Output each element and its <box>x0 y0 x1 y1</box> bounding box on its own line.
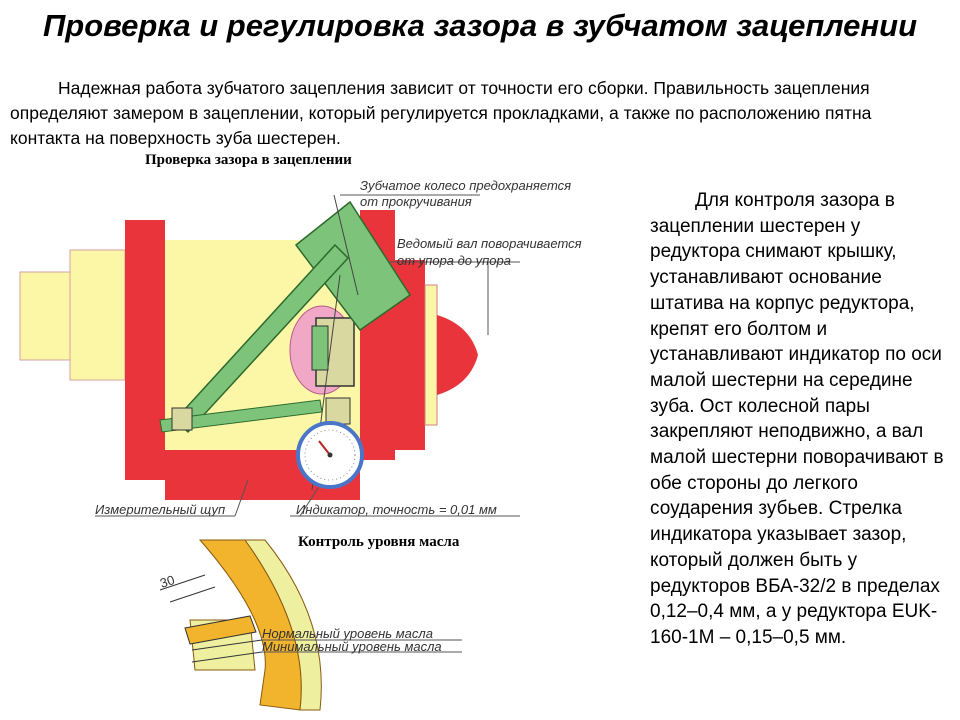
label-shaft-rotated-line1: Ведомый вал поворачивается <box>397 236 582 251</box>
figure-panel: Проверка зазора в зацеплении Зубчатое ко… <box>0 150 620 720</box>
slide-title: Проверка и регулировка зазора в зубчатом… <box>42 8 918 43</box>
label-dial-indicator: Индикатор, точность = 0,01 мм <box>296 502 497 517</box>
label-minimum-oil-level: Минимальный уровень масла <box>262 639 442 654</box>
figure-heading-gear-check: Проверка зазора в зацеплении <box>145 152 352 168</box>
label-feeler-gauge: Измерительный щуп <box>95 502 226 517</box>
label-normal-oil-level: Нормальный уровень масла <box>262 626 433 641</box>
figure-heading-oil-level: Контроль уровня масла <box>298 534 460 550</box>
label-shaft-rotated-line2: от упора до упора <box>397 253 511 268</box>
leader-lines <box>95 194 520 517</box>
procedure-paragraph: Для контроля зазора в зацеплении шестере… <box>650 190 944 648</box>
oil-level-illustration <box>159 539 462 711</box>
gear-boss <box>289 305 355 395</box>
intro-paragraph: Надежная работа зубчатого зацепления зав… <box>10 78 872 148</box>
dial-indicator <box>296 421 364 489</box>
gear-check-illustration <box>19 194 520 711</box>
label-gear-protected-line1: Зубчатое колесо предохраняется <box>360 178 572 193</box>
label-gear-protected-line2: от прокручивания <box>360 194 472 209</box>
indicator-stand <box>159 194 412 491</box>
